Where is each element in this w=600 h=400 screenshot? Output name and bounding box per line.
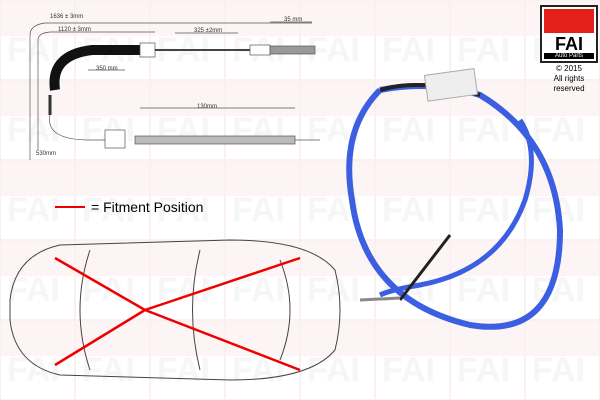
car-outline (9, 239, 341, 381)
red-line-swatch (55, 206, 85, 208)
dim-end-length: 35 mm (284, 17, 303, 23)
dim-spring-length: 130mm (197, 104, 218, 110)
dim-bend-segment: 350 mm (96, 66, 118, 72)
fai-logo: FAI Auto Parts (540, 5, 598, 63)
dim-sheath-segment: 325 ±2mm (194, 28, 223, 34)
fitment-lines (54, 256, 301, 372)
technical-diagram (29, 21, 320, 160)
copyright: © 2015 All rights reserved (553, 64, 585, 93)
cable-photo (346, 67, 564, 330)
dim-inner-length: 1120 ± 3mm (58, 27, 91, 33)
dim-total-length: 1636 ± 3mm (50, 14, 84, 20)
fitment-legend: = Fitment Position (55, 199, 203, 215)
dim-lower-length: 530mm (36, 151, 57, 157)
legend-label: = Fitment Position (91, 199, 204, 215)
